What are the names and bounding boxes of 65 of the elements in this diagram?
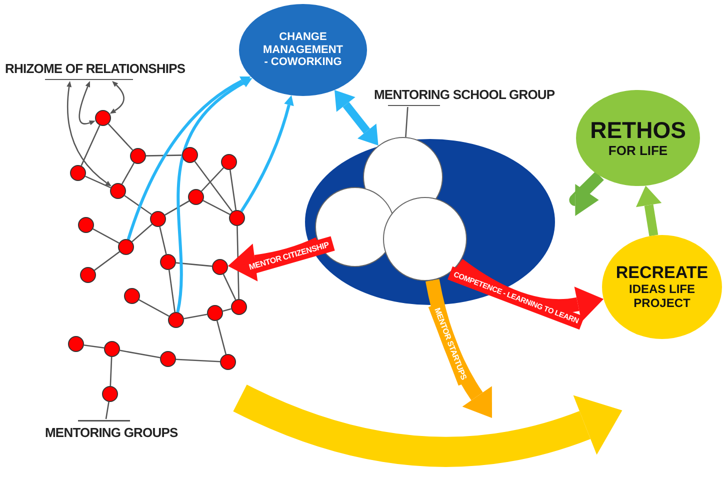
connector-line xyxy=(202,200,230,215)
arrow xyxy=(126,76,250,240)
connector-line xyxy=(94,251,120,271)
node-subtitle: FOR LIFE xyxy=(607,144,669,159)
network-dot xyxy=(229,210,245,226)
connector-line xyxy=(176,262,212,267)
network-dot xyxy=(130,148,146,164)
node-title: CHANGE MANAGEMENT - COWORKING xyxy=(262,31,344,69)
network-dot xyxy=(124,288,140,304)
connector-line xyxy=(84,344,104,349)
connector-line xyxy=(184,314,208,320)
arrow xyxy=(176,77,252,312)
network-dot xyxy=(110,183,126,199)
network-dot xyxy=(102,386,118,402)
network-dot xyxy=(80,267,96,283)
double-arrow xyxy=(334,90,378,146)
connector-line xyxy=(146,154,182,156)
node-title: RETHOS xyxy=(589,117,687,144)
network-dot xyxy=(221,154,237,170)
connector-line xyxy=(164,200,190,216)
double-arrow xyxy=(78,81,96,126)
connector-line xyxy=(176,358,220,362)
network-dot xyxy=(150,211,166,227)
double-arrow xyxy=(66,80,112,187)
network-dot xyxy=(212,259,228,275)
network-dot xyxy=(68,336,84,352)
network-dot xyxy=(207,305,223,321)
double-arrow xyxy=(110,80,124,114)
connector-line xyxy=(80,125,100,166)
network-dot xyxy=(182,147,198,163)
connector-line xyxy=(201,167,224,192)
network-dot xyxy=(104,341,120,357)
node-title: RECREATE xyxy=(614,263,710,283)
network-dot xyxy=(168,312,184,328)
arrow xyxy=(240,95,294,212)
network-dot xyxy=(95,110,111,126)
connector-line xyxy=(222,308,232,312)
connector-line xyxy=(110,356,112,386)
connector-line xyxy=(229,170,237,210)
arrow xyxy=(454,258,604,322)
connector-line xyxy=(168,270,176,312)
arrow xyxy=(636,186,662,236)
network-dot xyxy=(160,254,176,270)
connector-line xyxy=(121,162,135,184)
connector-line xyxy=(92,228,120,244)
node-subtitle: IDEAS LIFE PROJECT xyxy=(628,282,696,311)
network-dot xyxy=(160,351,176,367)
network-dot xyxy=(70,165,86,181)
network-dot xyxy=(118,239,134,255)
connector-line xyxy=(222,274,236,300)
connector-line xyxy=(138,299,170,317)
leader-line xyxy=(405,106,408,138)
connector-line xyxy=(216,320,227,354)
leader-line xyxy=(105,402,110,420)
network-dot xyxy=(220,354,236,370)
connector-line xyxy=(108,123,134,151)
connector-line xyxy=(132,224,152,242)
connector-line xyxy=(194,161,233,212)
network-dot xyxy=(78,217,94,233)
connector-line xyxy=(85,176,111,188)
connector-line xyxy=(159,226,167,254)
connector-line xyxy=(120,350,160,358)
network-dot xyxy=(188,189,204,205)
network-dot xyxy=(231,299,247,315)
connector-line xyxy=(124,195,152,215)
